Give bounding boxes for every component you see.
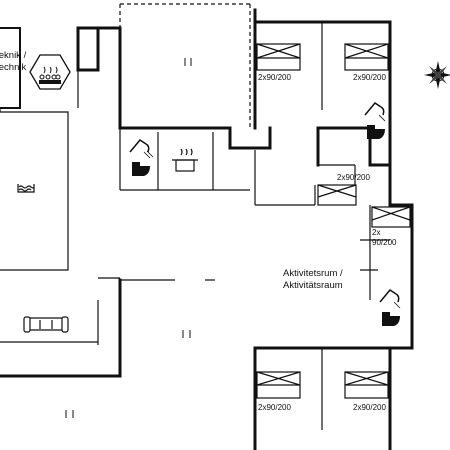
bed-label-middle: 2x90/200 [337, 173, 370, 182]
sofa-icon [23, 316, 69, 333]
bed-label-small-line1: 2x [372, 228, 381, 237]
bed-label-small-line2: 90/200 [372, 237, 397, 247]
pool-water-icon [17, 184, 35, 193]
bed-label-top-right: 2x90/200 [353, 73, 386, 82]
room-label-activity-line1: Aktivitetsrum / [283, 268, 343, 279]
room-label-activity: Aktivitetsrum / Aktivitätsraum [283, 268, 343, 292]
shower-toilet-icon [129, 102, 401, 326]
room-label-technik-visible: Teknik / Technik [0, 50, 26, 75]
bed-label-bottom-left: 2x90/200 [258, 403, 291, 412]
bed-icon [256, 43, 411, 399]
thin-walls [0, 3, 390, 430]
cooking-pot-icon [172, 148, 198, 172]
compass-rose-icon [424, 61, 450, 89]
room-label-activity-line2: Aktivitätsraum [283, 279, 343, 291]
walls [0, 8, 414, 450]
sauna-stove-icon [29, 54, 71, 90]
bed-label-top-left: 2x90/200 [258, 73, 291, 82]
bed-label-bottom-right: 2x90/200 [353, 403, 386, 412]
window-marker-icon [65, 58, 192, 418]
bed-label-small: 2x 90/200 [372, 228, 396, 247]
room-label-technik-visible-line2: Technik [0, 62, 27, 74]
room-label-technik-visible-line1: Teknik / [0, 50, 27, 61]
